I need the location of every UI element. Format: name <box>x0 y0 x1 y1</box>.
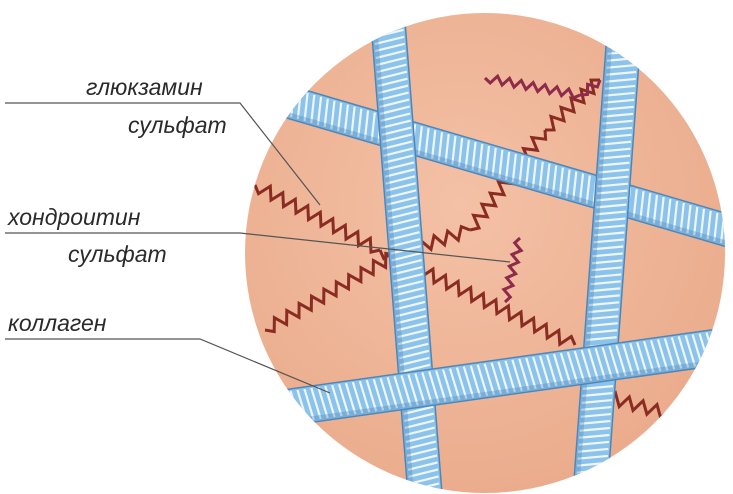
label-chondroitin-line1: хондроитин <box>8 204 140 230</box>
label-glucosamine-line1: глюкзамин <box>86 74 203 100</box>
label-chondroitin-line2: сульфат <box>68 241 167 267</box>
label-collagen: коллаген <box>8 310 106 336</box>
label-glucosamine-line2: сульфат <box>128 112 227 138</box>
